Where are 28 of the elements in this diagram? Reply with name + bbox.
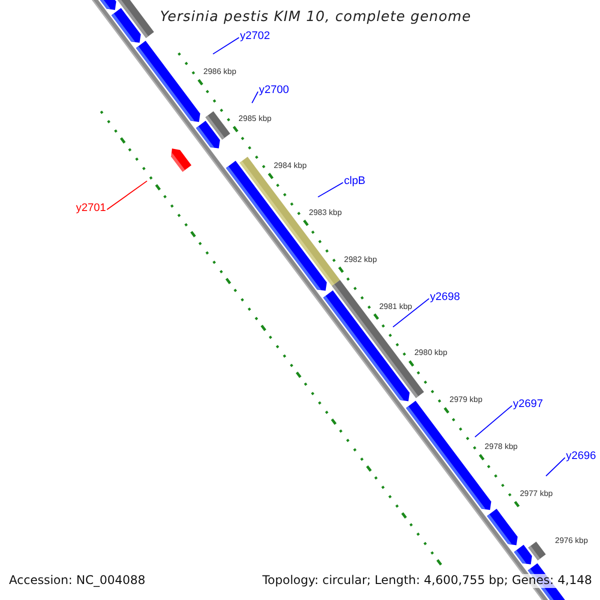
gene-label: y2700 [259,84,289,97]
scale-label: 2983 kbp [308,208,342,217]
scale-label: 2982 kbp [344,256,377,264]
scale-label: 2980 kbp [414,349,448,358]
scale-label: 2985 kbp [238,115,272,124]
scale-label: 2981 kbp [379,302,412,311]
scale-label: 2978 kbp [484,443,518,452]
scale-label: 2979 kbp [450,396,482,404]
scale-label: 2984 kbp [274,162,307,170]
leader-line [106,180,148,210]
gene-label: y2701 [76,202,106,215]
gene-label: y2698 [430,291,460,304]
leader-line [392,298,430,328]
scale-label: 2976 kbp [555,537,588,545]
gene-label: y2697 [513,398,543,411]
gene-label: y2702 [240,30,270,43]
leader-line [546,457,566,476]
gene-label: y2696 [566,450,596,463]
accession-label: Accession: NC_004088 [9,574,146,588]
leader-line [252,91,258,104]
genome-stats-label: Topology: circular; Length: 4,600,755 bp; Genes: 4,148 [262,574,592,588]
leader-line [318,182,344,198]
scale-label: 2977 kbp [520,490,553,498]
scale-label: 2986 kbp [203,68,236,76]
gene-label: clpB [344,175,366,188]
leader-line [212,37,240,54]
title: Yersinia pestis KIM 10, complete genome [160,9,472,26]
leader-line [474,405,512,438]
